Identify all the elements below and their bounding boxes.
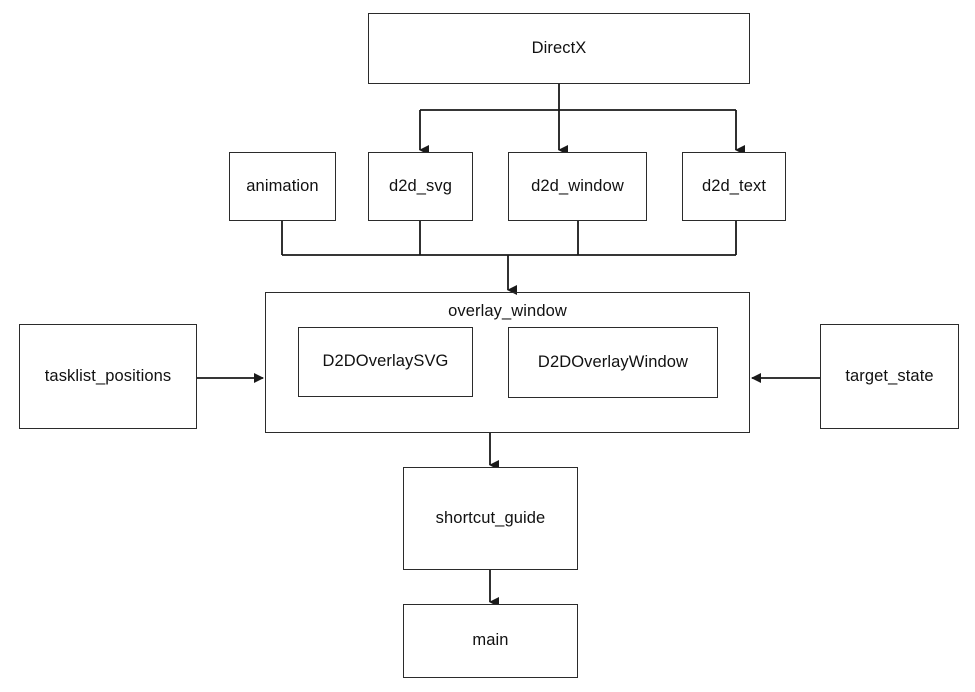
node-d2d-svg[interactable]: d2d_svg [368, 152, 473, 221]
node-overlay-window-label: overlay_window [448, 302, 567, 320]
node-d2doverlaysvg-label: D2DOverlaySVG [322, 352, 449, 371]
node-d2doverlaywindow[interactable]: D2DOverlayWindow [508, 327, 718, 398]
node-tasklist-positions[interactable]: tasklist_positions [19, 324, 197, 429]
node-overlay-window[interactable]: overlay_window [265, 292, 750, 433]
node-d2d-window-label: d2d_window [531, 176, 624, 195]
node-directx[interactable]: DirectX [368, 13, 750, 84]
node-d2doverlaywindow-label: D2DOverlayWindow [537, 352, 689, 371]
node-main[interactable]: main [403, 604, 578, 678]
node-d2d-text[interactable]: d2d_text [682, 152, 786, 221]
node-target-state[interactable]: target_state [820, 324, 959, 429]
node-d2d-window[interactable]: d2d_window [508, 152, 647, 221]
node-animation-label: animation [246, 176, 319, 195]
node-d2d-svg-label: d2d_svg [388, 176, 453, 195]
node-directx-label: DirectX [531, 38, 587, 57]
node-shortcut-guide-label: shortcut_guide [435, 508, 546, 527]
node-d2doverlaysvg[interactable]: D2DOverlaySVG [298, 327, 473, 397]
node-d2d-text-label: d2d_text [701, 176, 767, 195]
node-tasklist-positions-label: tasklist_positions [44, 366, 172, 385]
node-animation[interactable]: animation [229, 152, 336, 221]
node-shortcut-guide[interactable]: shortcut_guide [403, 467, 578, 570]
node-target-state-label: target_state [845, 366, 934, 385]
node-main-label: main [472, 631, 509, 650]
